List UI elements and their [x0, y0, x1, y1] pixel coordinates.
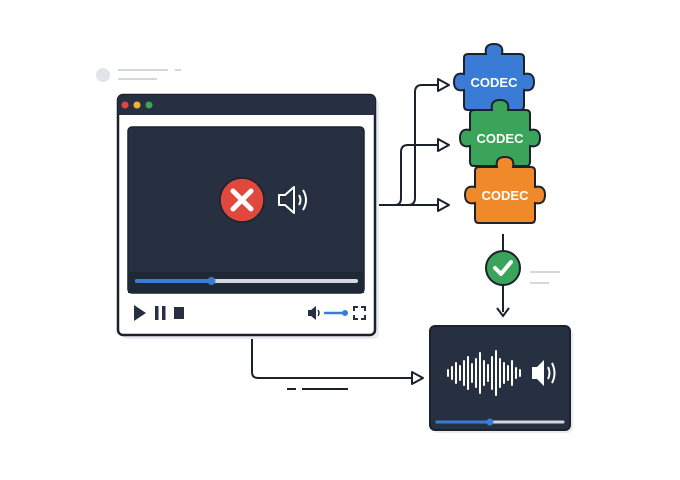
puzzle-shape: [452, 42, 536, 111]
title-bar: [118, 95, 375, 115]
output-speaker-icon: [532, 360, 556, 386]
close-dot[interactable]: [121, 101, 129, 109]
play-button[interactable]: [134, 305, 146, 321]
audio-output-panel: [429, 325, 573, 433]
speaker-icon: [278, 186, 307, 214]
arrow-to-codec-2: [394, 144, 438, 206]
connectors: [251, 84, 504, 379]
progress-knob[interactable]: [207, 277, 216, 285]
maximize-dot[interactable]: [145, 101, 153, 109]
arrowheads: [411, 78, 450, 385]
avatar-icon: [96, 68, 110, 82]
user-placeholder: [96, 68, 181, 82]
codec-piece-3: CODEC: [463, 155, 547, 224]
video-player-window: [116, 93, 379, 339]
volume-knob[interactable]: [342, 310, 348, 316]
codec-label: CODEC: [482, 188, 530, 203]
arrow-to-codec-1: [407, 84, 438, 206]
waveform: [447, 350, 521, 396]
puzzle-shape: [458, 98, 542, 167]
codec-piece-1: CODEC: [452, 42, 536, 111]
puzzle-shape: [463, 155, 547, 224]
volume-icon[interactable]: [308, 306, 320, 320]
error-icon: [219, 177, 265, 223]
minimize-dot[interactable]: [133, 101, 141, 109]
success-check-icon: [485, 250, 521, 286]
codec-label: CODEC: [471, 75, 519, 90]
output-progress-knob[interactable]: [486, 418, 494, 426]
arrow-to-output: [251, 335, 412, 379]
stop-button[interactable]: [174, 307, 184, 319]
pause-button[interactable]: [155, 306, 166, 320]
codec-label: CODEC: [477, 131, 525, 146]
fullscreen-icon[interactable]: [353, 306, 366, 320]
codec-piece-2: CODEC: [458, 98, 542, 167]
